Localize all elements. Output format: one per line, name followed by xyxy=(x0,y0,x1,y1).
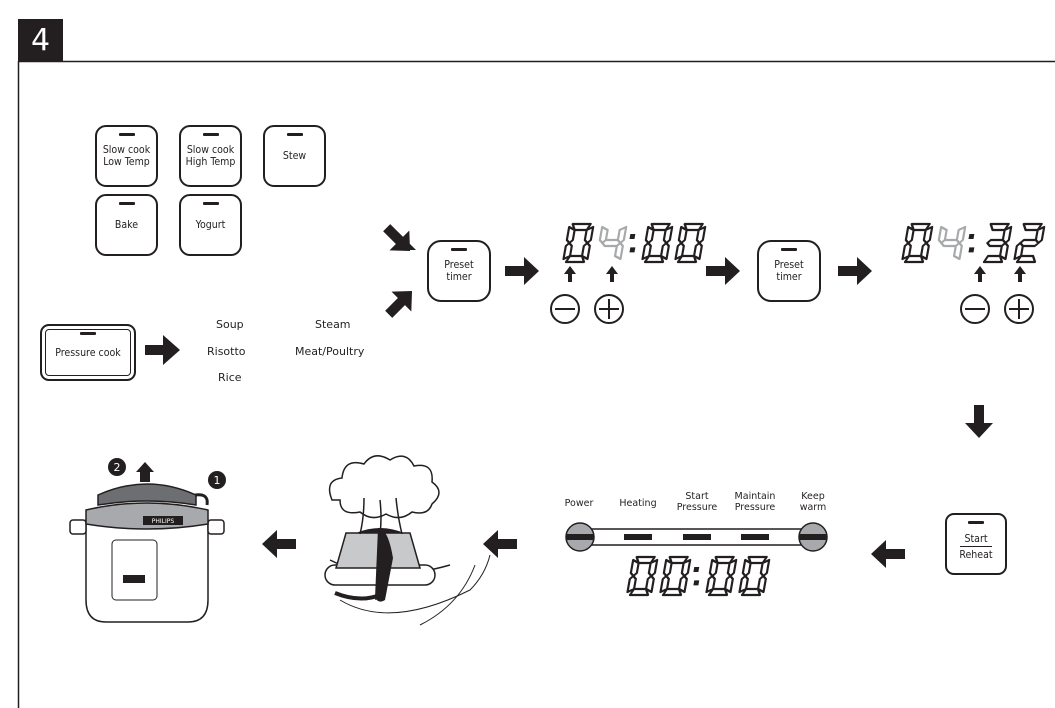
menu-rice: Rice xyxy=(218,371,242,384)
display-2-digit xyxy=(1013,222,1046,264)
start-reheat-button[interactable]: Start Reheat xyxy=(945,513,1007,575)
arrow-down-icon xyxy=(965,405,993,438)
mode-label-power: Power xyxy=(564,498,594,509)
arrow-up-icon xyxy=(564,266,576,282)
preset-timer-button-2[interactable]: Preset timer xyxy=(757,240,821,302)
cooker-icon xyxy=(69,458,226,623)
display-1-colon xyxy=(629,234,636,240)
menu-meat-poultry: Meat/Poultry xyxy=(295,345,365,358)
reheat-label: Reheat xyxy=(959,549,993,561)
mode-label-start-pressure: Start Pressure xyxy=(676,491,718,513)
arrow-right-icon xyxy=(505,257,539,285)
slow-cook-high-temp-button[interactable]: Slow cook High Temp xyxy=(179,125,242,187)
turn-arrow-icon xyxy=(334,591,381,601)
arrow-up-icon xyxy=(1014,266,1026,282)
status-indicator-bar xyxy=(565,522,828,552)
arrow-up-icon xyxy=(974,266,986,282)
display-2-digit xyxy=(937,225,967,261)
time-display-1 xyxy=(562,222,707,264)
menu-soup: Soup xyxy=(216,318,244,331)
step-number-badge: 4 xyxy=(18,19,63,62)
step-2-badge xyxy=(108,458,126,476)
display-1-digit xyxy=(674,222,707,264)
display-2-colon xyxy=(968,247,975,253)
display-3-digit xyxy=(738,555,771,597)
mode-label-heating: Heating xyxy=(619,498,657,509)
display-1-digit xyxy=(598,225,628,261)
heating-indicator xyxy=(624,534,652,540)
slow-cook-low-temp-button[interactable]: Slow cook Low Temp xyxy=(95,125,158,187)
arrow-right-icon xyxy=(145,335,180,365)
steam-cloud-icon xyxy=(328,455,440,519)
minus-group-2 xyxy=(960,266,990,324)
menu-steam: Steam xyxy=(315,318,351,331)
start-pressure-indicator xyxy=(683,534,711,540)
minus-group-1 xyxy=(550,266,580,324)
display-2-digit xyxy=(982,222,1013,264)
display-3-colon xyxy=(693,567,700,573)
mode-label-keep-warm: Keep warm xyxy=(799,491,827,513)
display-3-digit xyxy=(659,555,692,597)
arrow-left-icon xyxy=(483,530,517,558)
yogurt-button[interactable]: Yogurt xyxy=(179,194,242,256)
display-1-digit xyxy=(641,222,674,264)
display-1-colon xyxy=(629,247,636,253)
arrow-diag-up-icon xyxy=(385,290,413,318)
display-3-digit xyxy=(626,555,659,597)
preset-timer-button-1[interactable]: Preset timer xyxy=(427,240,491,302)
arrow-right-icon xyxy=(706,257,740,285)
stew-button[interactable]: Stew xyxy=(263,125,326,187)
steam-release-illustration xyxy=(324,455,491,626)
lid-brand-label: PHILIPS xyxy=(152,518,175,525)
arrow-left-icon xyxy=(262,530,296,558)
display-3-colon xyxy=(693,580,700,586)
mode-label-maintain-pressure: Maintain Pressure xyxy=(734,491,776,513)
arrow-left-icon xyxy=(871,540,905,568)
plus-group-1 xyxy=(594,266,624,324)
time-display-3 xyxy=(626,555,771,597)
display-3-digit xyxy=(705,555,738,597)
display-1-digit xyxy=(562,222,595,264)
bake-button[interactable]: Bake xyxy=(95,194,158,256)
pressure-cook-button[interactable]: Pressure cook xyxy=(40,324,136,381)
step-1-badge xyxy=(208,471,226,489)
display-2-digit xyxy=(901,222,934,264)
lid-step-2-label: 2 xyxy=(114,461,121,474)
start-label: Start xyxy=(960,533,992,547)
arrow-up-icon xyxy=(606,266,618,282)
arrow-diag-down-icon xyxy=(383,224,411,252)
display-2-colon xyxy=(968,234,975,240)
maintain-pressure-indicator xyxy=(741,534,769,540)
lid-step-1-label: 1 xyxy=(214,474,221,487)
plus-group-2 xyxy=(1004,266,1034,324)
time-display-2 xyxy=(901,222,1046,264)
menu-risotto: Risotto xyxy=(207,345,246,358)
arrow-right-icon xyxy=(838,257,872,285)
